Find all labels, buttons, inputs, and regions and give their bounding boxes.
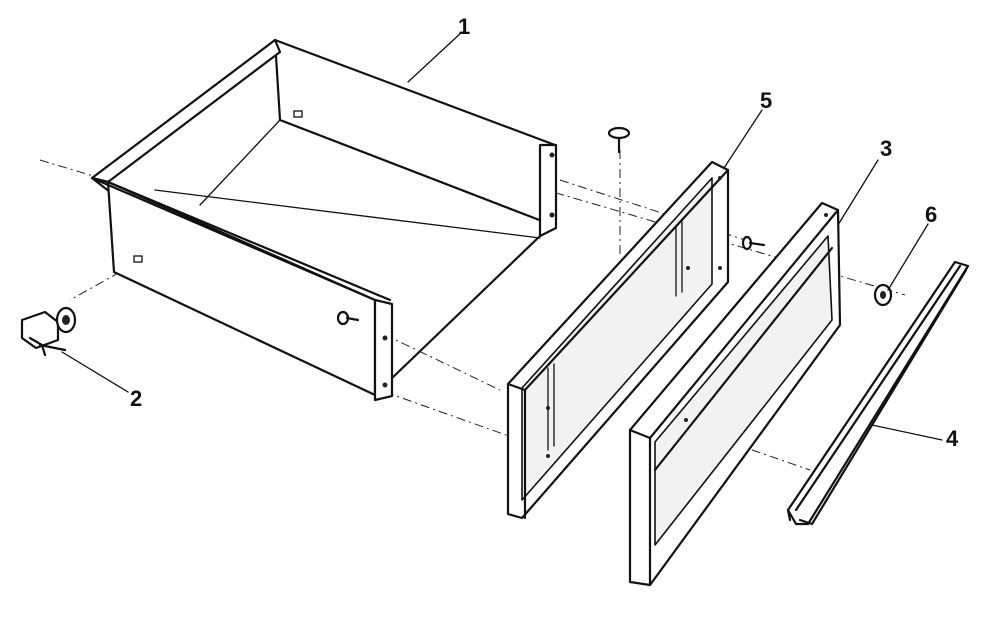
drawer-roller bbox=[20, 306, 77, 357]
drawer-body bbox=[90, 38, 558, 402]
callout-3: 3 bbox=[880, 136, 892, 161]
spacer-nut bbox=[873, 283, 893, 307]
screw-icon bbox=[336, 310, 360, 326]
callout-4: 4 bbox=[946, 426, 959, 451]
leader-lines bbox=[61, 31, 943, 441]
callout-6: 6 bbox=[925, 202, 937, 227]
drawer-handle bbox=[786, 260, 970, 526]
callout-5: 5 bbox=[760, 88, 772, 113]
screw-icon bbox=[741, 235, 766, 251]
callout-1: 1 bbox=[458, 14, 470, 39]
callout-2: 2 bbox=[130, 386, 142, 411]
drawer-inner-panel bbox=[506, 160, 730, 520]
screw-icon bbox=[607, 126, 631, 154]
drawer-front-panel bbox=[628, 201, 842, 587]
